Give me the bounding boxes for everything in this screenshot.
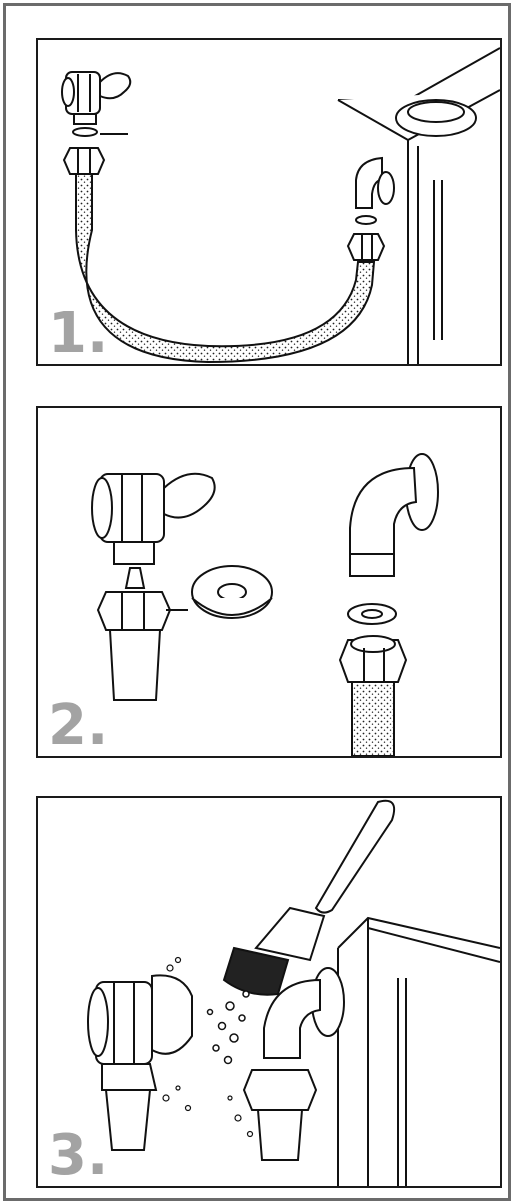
soap-drops [208, 991, 250, 1064]
elbow-fitting-icon [348, 158, 394, 260]
instruction-sheet: 1. [3, 3, 511, 1201]
valve-icon [92, 474, 215, 588]
flexible-hose [76, 174, 374, 362]
nut-icon [340, 636, 406, 682]
step-number-3: 3. [48, 1128, 108, 1184]
step-panel-3: 3. [36, 796, 502, 1188]
step-panel-1: 1. [36, 38, 502, 366]
nut-icon [64, 148, 104, 174]
flexible-hose [352, 682, 394, 756]
step-panel-2: 2. [36, 406, 502, 758]
washer-icon [192, 566, 272, 618]
tank-icon [338, 918, 500, 1186]
elbow-fitting-icon [244, 968, 344, 1160]
elbow-fitting-icon [348, 454, 438, 624]
valve-icon [62, 72, 130, 136]
threaded-fitting-icon [98, 592, 188, 700]
step-number-2: 2. [48, 698, 108, 754]
step-number-1: 1. [48, 306, 108, 362]
